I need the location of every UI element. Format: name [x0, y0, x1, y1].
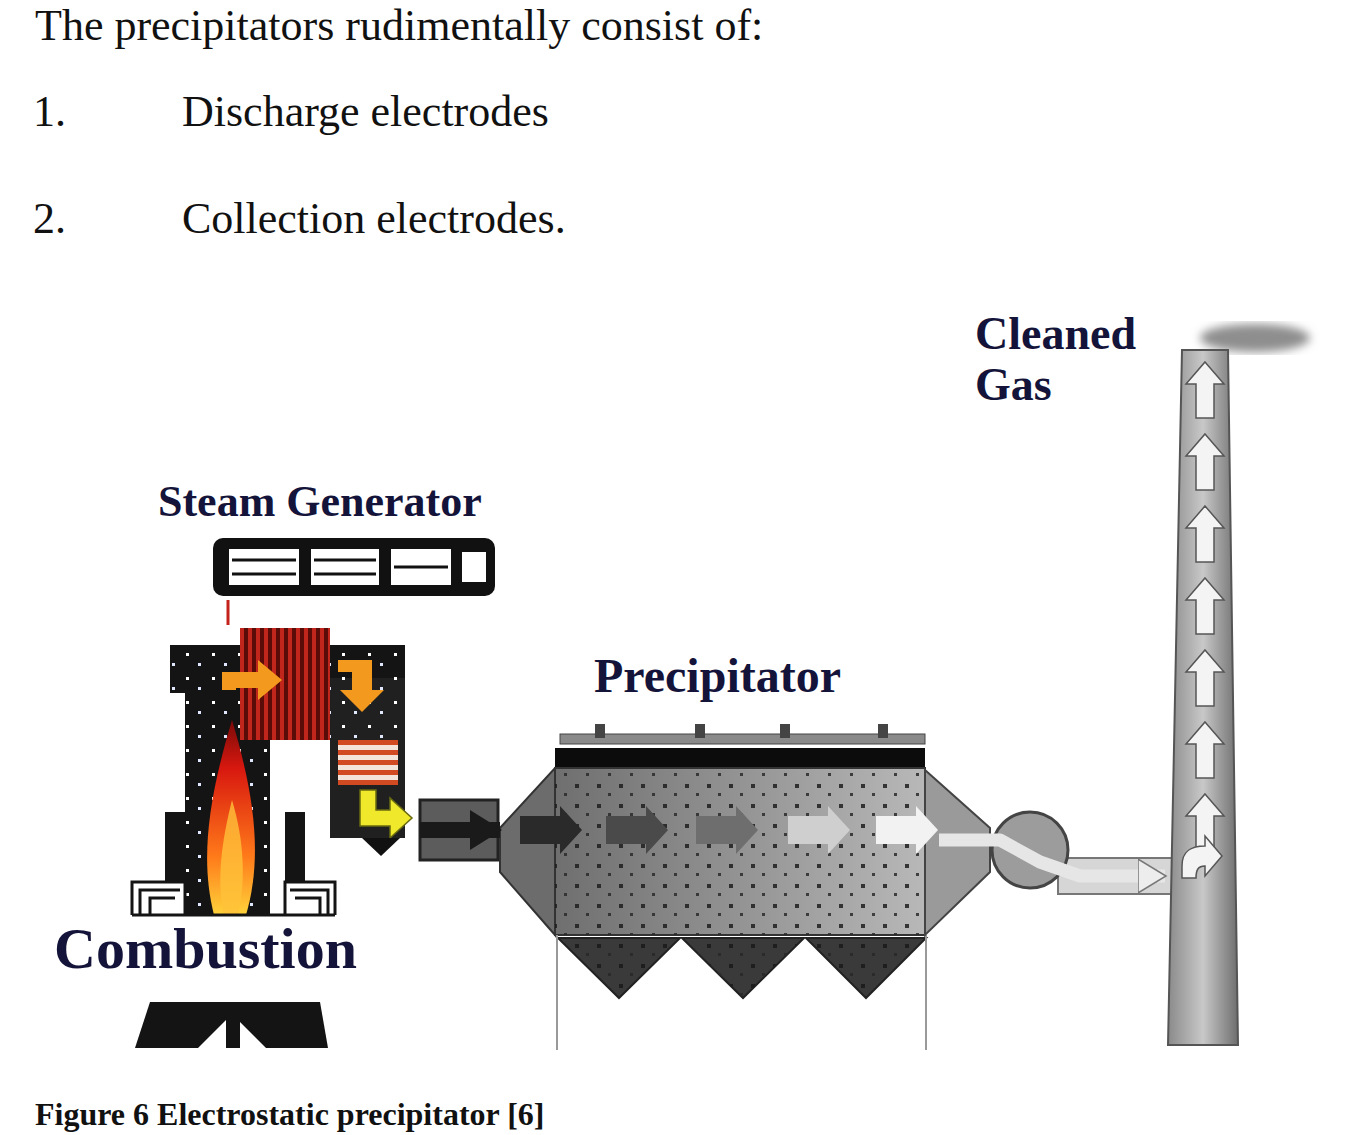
flue-gas-arrow [420, 822, 500, 838]
steam-pipe [227, 600, 230, 625]
flow-arrow [1186, 578, 1224, 634]
node-label: Combustion [54, 917, 357, 981]
node-label: Cleaned Gas [975, 309, 1165, 410]
boiler [132, 628, 412, 1048]
flow-arrow [1186, 362, 1224, 418]
steam-drum [213, 538, 495, 596]
flow-arrow [1186, 650, 1224, 706]
flow-arrow [1186, 722, 1224, 778]
list-number: 1. [33, 88, 66, 136]
body-text: Discharge electrodes [182, 88, 549, 136]
chimney-stack [1168, 324, 1310, 1045]
flow-arrow [1186, 506, 1224, 562]
combustion-node: Combustion [40, 625, 420, 1050]
figure-caption: Figure 6 Electrostatic precipitator [6] [35, 1098, 545, 1132]
clean-gas-arrow [939, 840, 1165, 876]
list-number: 2. [33, 195, 66, 243]
stack-node: Cleaned Gas [1165, 305, 1255, 1045]
precipitator-casing [500, 724, 990, 1050]
body-text: Collection electrodes. [182, 195, 566, 243]
node-label: Precipitator [500, 650, 935, 703]
flow-arrow [1182, 836, 1222, 878]
body-text: The precipitators rudimentally consist o… [35, 2, 763, 50]
precipitator-node: Precipitator [500, 650, 939, 1000]
steam-generator-node: Steam Generator [150, 478, 560, 600]
flow-arrow [1186, 434, 1224, 490]
node-label: Steam Generator [158, 478, 482, 526]
